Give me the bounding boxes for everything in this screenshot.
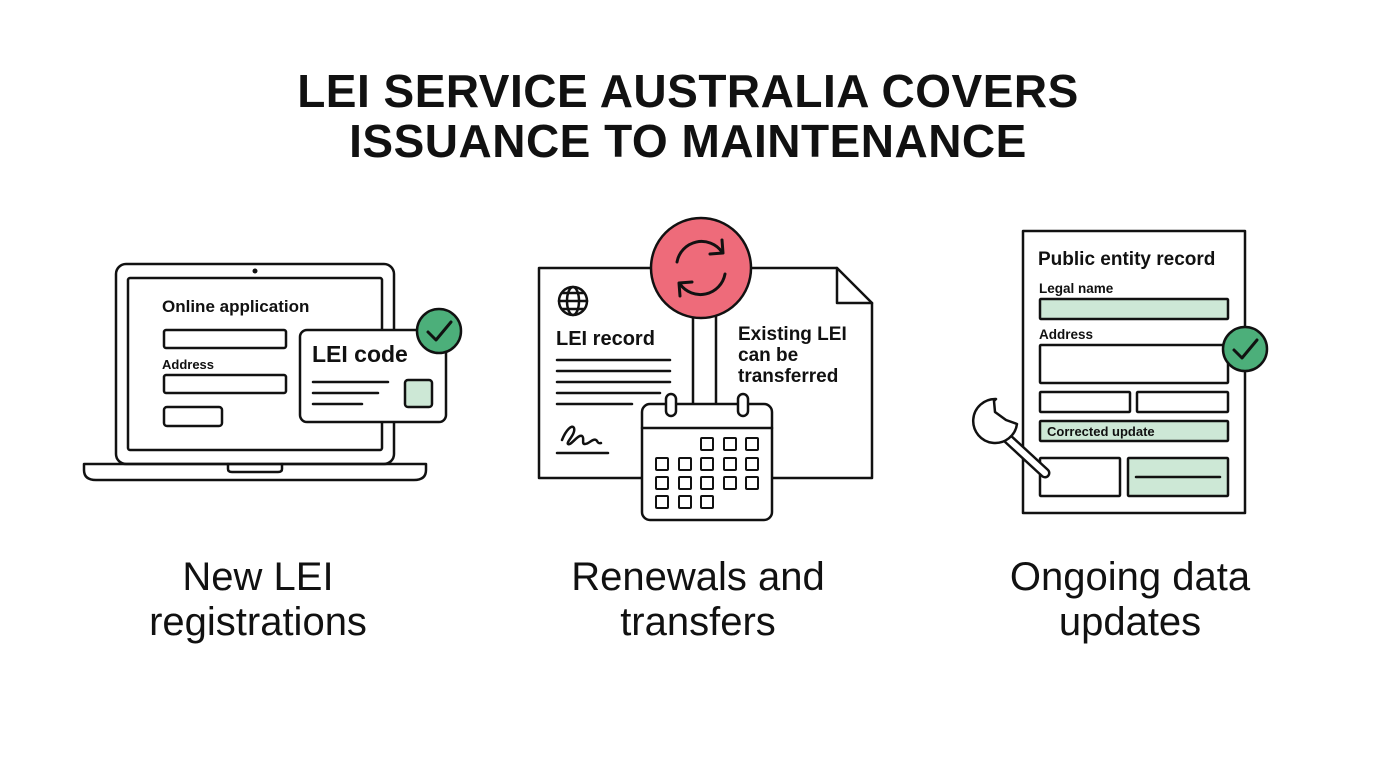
lei-code-label: LEI code <box>312 341 408 367</box>
record-icon: Public entity record Legal name Address … <box>1021 229 1247 515</box>
caption-new-lei-line-2: registrations <box>149 600 367 644</box>
title-line-2: ISSUANCE TO MAINTENANCE <box>349 115 1027 167</box>
address-label: Address <box>162 357 214 372</box>
record-address-label: Address <box>1039 327 1093 342</box>
page-title: LEI SERVICE AUSTRALIA COVERS ISSUANCE TO… <box>0 66 1376 166</box>
corrected-update-field <box>1038 419 1230 443</box>
note-line-2: can be <box>738 345 798 366</box>
corrected-update-label: Corrected update <box>1047 424 1155 439</box>
title-line-1: LEI SERVICE AUSTRALIA COVERS <box>297 65 1079 117</box>
record-lines <box>555 358 672 406</box>
lei-record-label: LEI record <box>556 328 655 350</box>
calendar-grid <box>655 437 759 509</box>
connector-post <box>691 310 718 410</box>
caption-new-lei-line-1: New LEI <box>182 555 334 599</box>
globe-icon <box>557 285 589 317</box>
caption-updates: Ongoing data updates <box>930 555 1330 645</box>
form-submit-box <box>162 405 224 428</box>
online-application-label: Online application <box>162 297 309 316</box>
caption-updates-line-1: Ongoing data <box>1009 555 1251 599</box>
form-icon: Online application Address <box>162 297 309 428</box>
form-field-2 <box>162 373 288 395</box>
signature-icon <box>555 425 610 455</box>
caption-renewals-line-1: Renewals and <box>571 555 825 599</box>
caption-renewals: Renewals and transfers <box>498 555 898 645</box>
check-icon <box>415 307 463 355</box>
public-entity-record-label: Public entity record <box>1038 249 1215 270</box>
legal-name-label: Legal name <box>1039 281 1114 296</box>
refresh-icon <box>649 216 753 320</box>
caption-updates-line-2: updates <box>1058 600 1202 644</box>
note-line-3: transferred <box>738 366 838 387</box>
lei-code-card: LEI code <box>298 328 448 424</box>
caption-renewals-line-2: transfers <box>620 600 776 644</box>
form-field-1 <box>162 328 288 350</box>
calendar-icon <box>640 392 774 522</box>
check-icon <box>1221 325 1269 373</box>
wrench-icon <box>971 397 1051 479</box>
transfer-note: Existing LEI can be transferred <box>738 324 847 387</box>
caption-new-lei: New LEI registrations <box>58 555 458 645</box>
legal-name-field <box>1038 297 1230 321</box>
note-line-1: Existing LEI <box>738 324 847 345</box>
